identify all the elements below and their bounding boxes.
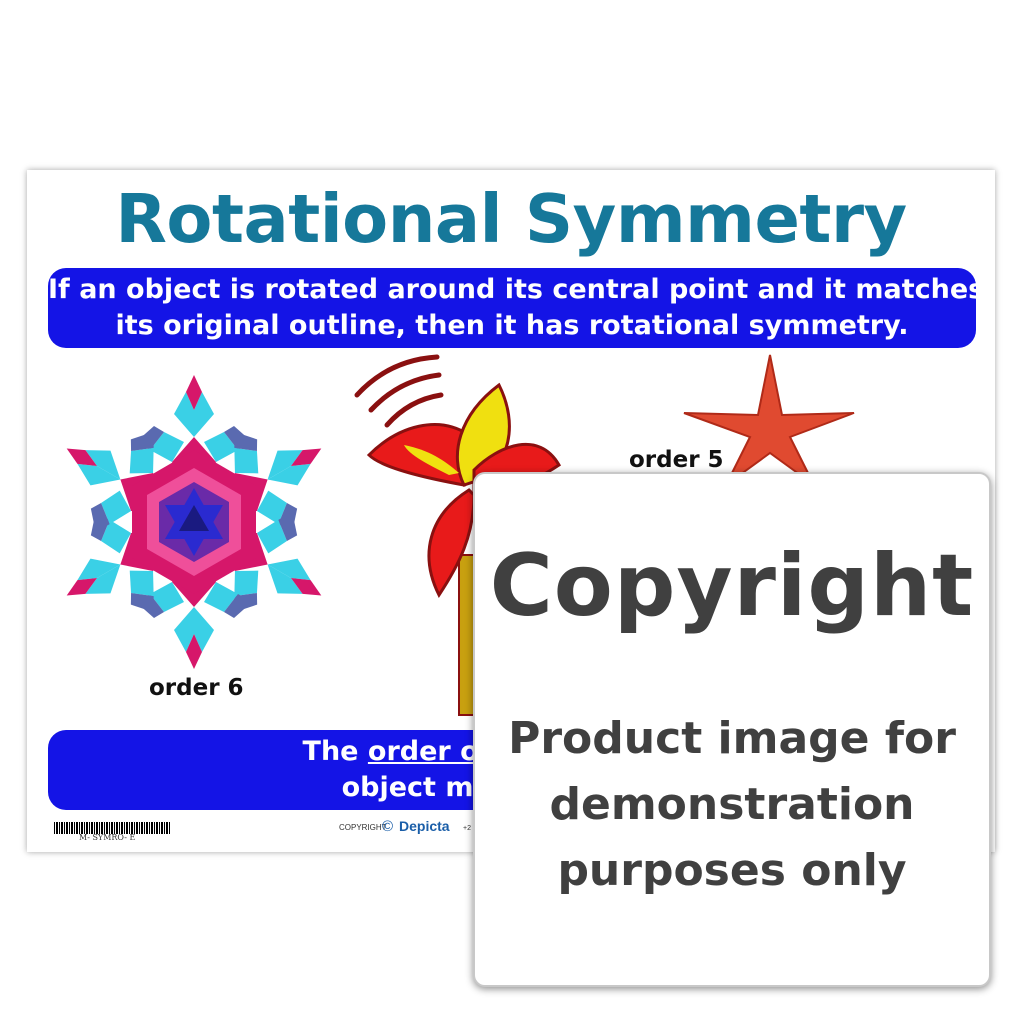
poster-title: Rotational Symmetry xyxy=(115,180,907,258)
pinwheel-image xyxy=(354,354,561,716)
footer-copyright: COPYRIGHT xyxy=(339,823,387,832)
copyright-heading: Copyright xyxy=(489,536,975,636)
notice-line-2: demonstration xyxy=(549,779,915,830)
barcode-text: M- SYMRO- E xyxy=(79,833,136,842)
notice-line-3: purposes only xyxy=(557,845,907,896)
footer-extra: +2 xyxy=(463,825,471,832)
definition-line-1: If an object is rotated around its centr… xyxy=(48,274,985,305)
notice-line-1: Product image for xyxy=(508,713,956,764)
label-order-5: order 5 xyxy=(629,447,724,473)
order-line-1-prefix: The xyxy=(302,736,368,767)
label-order-6: order 6 xyxy=(149,675,244,701)
definition-banner: If an object is rotated around its centr… xyxy=(48,268,985,348)
starfish-image xyxy=(683,354,855,486)
copyright-notice: Product image for demonstration purposes… xyxy=(475,706,989,904)
definition-line-2: its original outline, then it has rotati… xyxy=(115,310,909,341)
copyright-icon: © xyxy=(382,818,394,835)
barcode xyxy=(54,822,170,834)
footer-brand-logo: Depicta xyxy=(399,818,450,834)
copyright-overlay-card: Copyright Product image for demonstratio… xyxy=(473,472,991,987)
pattern-star-image xyxy=(37,375,351,669)
